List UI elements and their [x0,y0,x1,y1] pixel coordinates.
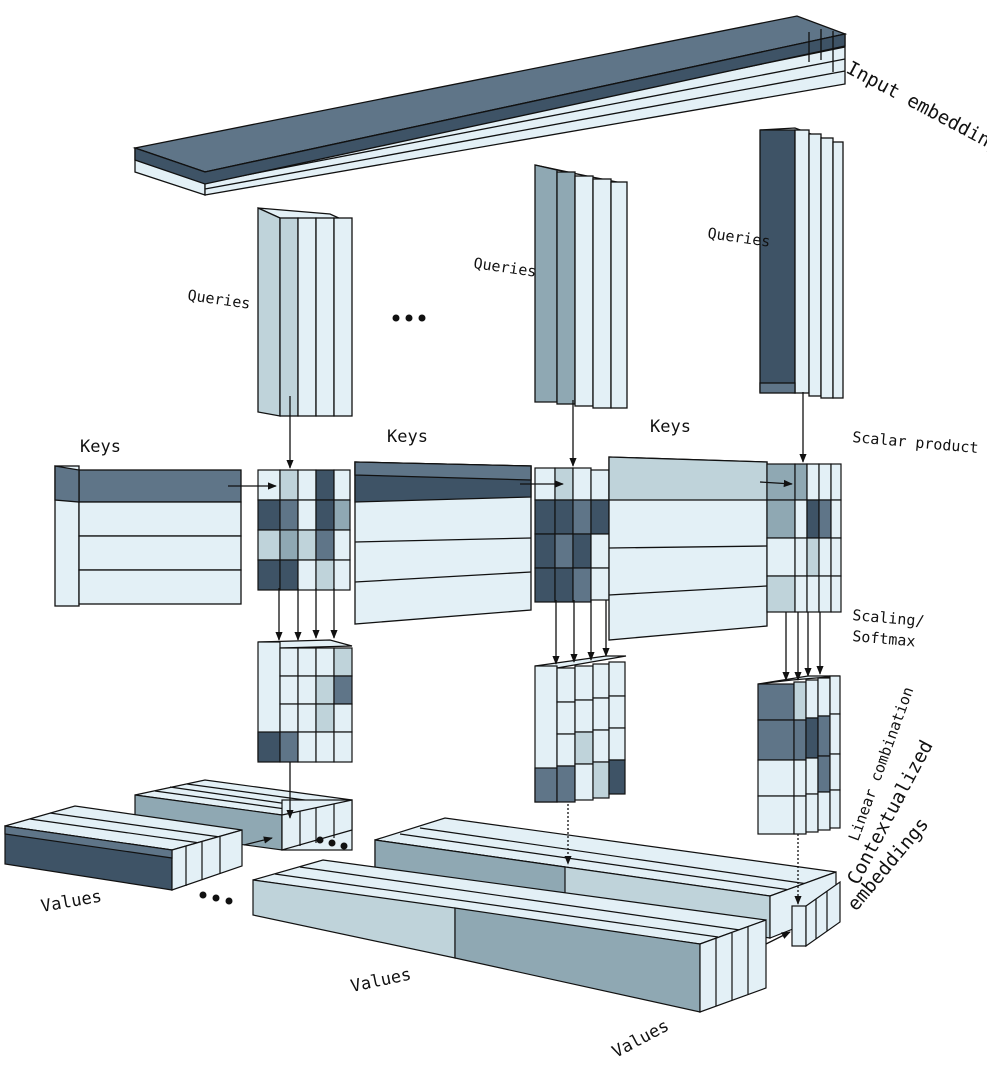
softmax-grid-2 [534,655,627,803]
input-embeddings-label: Input embeddings [843,57,987,162]
scalar-grid-3 [766,463,842,613]
queries-matrix-3 [759,127,844,399]
arrows [228,392,824,945]
input-embeddings-bar [132,15,848,196]
queries-matrix-1 [257,206,353,417]
keys-matrix-2 [354,461,532,625]
scalar-product-label: Scalar product [852,428,980,457]
values-label-2: Values [349,965,413,997]
values-label-3: Values [609,1016,673,1062]
queries-label-1: Queries [186,286,251,313]
keys-label-2: Keys [387,427,428,447]
ellipsis-dots-middle [316,836,348,850]
ellipsis-dots-bottom [199,891,233,905]
contextualized-embedding-output [791,880,841,948]
keys-label-1: Keys [80,437,121,457]
keys-matrix-3 [608,456,768,641]
scalar-grid-1 [257,469,351,591]
values-bar-1-front [4,805,243,891]
softmax-grid-3 [757,675,841,835]
softmax-label: Softmax [852,627,917,650]
values-bar-2-front [252,859,767,1013]
queries-matrix-2 [534,164,628,409]
scalar-grid-2 [534,467,610,603]
queries-label-2: Queries [472,254,537,281]
keys-label-3: Keys [650,417,691,437]
values-bar-1-back [134,779,353,851]
scaling-label: Scaling/ [852,606,926,630]
keys-matrix-1 [54,465,242,607]
softmax-grid-1 [257,639,353,763]
ellipsis-dots-top [392,314,426,322]
values-label-1: Values [39,887,103,917]
